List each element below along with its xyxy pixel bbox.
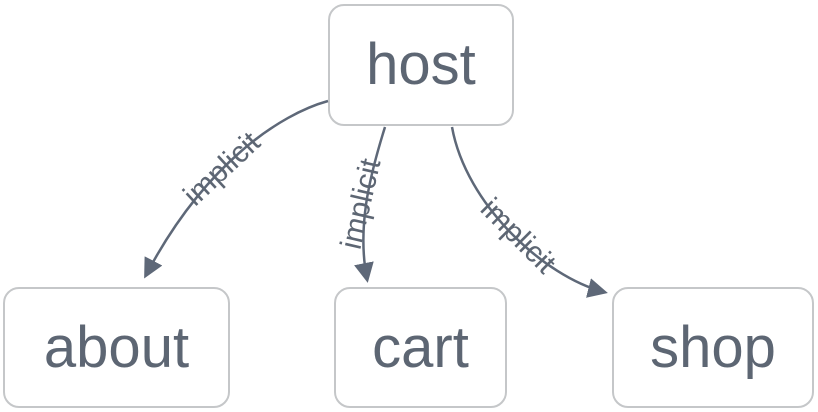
node-about-label: about (43, 314, 190, 380)
node-host: host (328, 4, 514, 126)
edge-label-host-about: implicit (177, 125, 267, 212)
node-host-label: host (366, 32, 476, 97)
edge-label-host-shop: implicit (474, 192, 563, 281)
edge-host-shop (450, 126, 608, 298)
node-cart-label: cart (372, 314, 469, 380)
edge-host-cart (354, 126, 387, 283)
edge-host-about (144, 99, 329, 279)
node-cart: cart (334, 287, 507, 408)
node-shop-label: shop (650, 314, 776, 380)
node-about: about (3, 287, 230, 408)
edge-label-host-cart: implicit (335, 155, 388, 252)
node-shop: shop (612, 287, 814, 408)
